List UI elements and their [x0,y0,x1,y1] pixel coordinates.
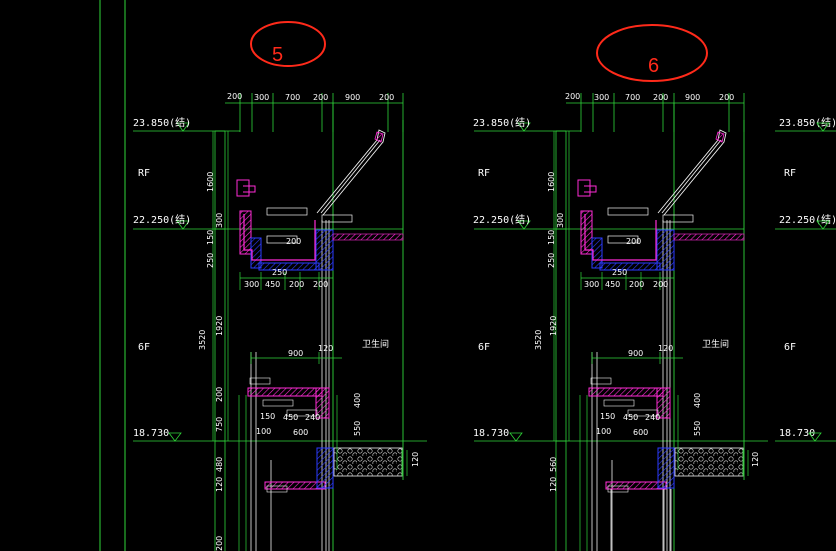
dim-detail-a-s5: 200 [286,237,301,246]
marker-5-circle[interactable] [250,21,326,67]
dim-lower-2-s5: 480 [215,457,224,472]
dim-small-e-s5: 450 [283,413,298,422]
dims-s5: 200 300 700 200 900 200 1600 300 150 250… [198,92,420,551]
dim-small-d-s6: 120 [751,452,760,467]
level-mid-s6: 22.250(结) [473,213,531,226]
dim-left-0-s6: 1600 [547,172,556,192]
floor-rf-s5: RF [138,168,150,179]
marker-6-circle[interactable] [596,24,708,82]
room-label-s5: 卫生间 [362,338,389,350]
dim-bot-3-s5: 200 [313,280,328,289]
dim-top-5-s5: 200 [379,93,394,102]
dim-left-2-s6: 150 [547,230,556,245]
dim-lower-1-s5: 750 [215,417,224,432]
level-markers-s7 [775,122,836,442]
dim-lower-3-s5: 120 [215,477,224,492]
dims-s6: 200 300 700 200 900 200 1600 300 150 250… [534,92,760,492]
section-5[interactable] [132,92,428,551]
column-lines-s6-bottom [610,489,672,551]
dim-lower-4-s5: 200 [215,536,224,551]
dim-detail-b-s5: 250 [272,268,287,277]
dim-top-4-s5: 900 [345,93,360,102]
level-low-s6: 18.730 [473,428,509,439]
level-mid-s7: 22.250(结) [779,213,836,226]
dim-small-c-s5: 600 [293,428,308,437]
dim-small-b-s5: 550 [353,421,362,436]
dim-mid-span-s5: 1920 [215,316,224,336]
dim-bot-3-s6: 200 [653,280,668,289]
dim-wc-width-s5: 900 [288,349,303,358]
dim-left-1-s5: 300 [215,213,224,228]
dim-bot-1-s6: 450 [605,280,620,289]
dim-small-a-s6: 400 [693,393,702,408]
level-top-s7: 23.850(结) [779,116,836,129]
dim-small-h-s5: 100 [256,427,271,436]
marker-5-label: 5 [272,44,283,66]
dim-top-0-s5: 200 [227,92,242,101]
floor-rf-s6: RF [478,168,490,179]
dim-small-g-s5: 150 [260,412,275,421]
dim-bot-1-s5: 450 [265,280,280,289]
dim-left-3-s5: 250 [206,253,215,268]
marker-6-label: 6 [648,55,659,77]
dim-small-f-s6: 240 [645,413,660,422]
floor-6f-s5: 6F [138,342,150,353]
dim-small-a-s5: 400 [353,393,362,408]
level-top-s5: 23.850(结) [133,116,191,129]
dim-small-b-s6: 550 [693,421,702,436]
dim-small-e-s6: 450 [623,413,638,422]
dim-lower-b1-s6: 120 [549,477,558,492]
dim-top-2-s6: 700 [625,93,640,102]
dim-bot-2-s5: 200 [289,280,304,289]
dim-small-f-s5: 240 [305,413,320,422]
floor-6f-s7: 6F [784,342,796,353]
room-label-s6: 卫生间 [702,338,729,350]
dim-small-h-s6: 100 [596,427,611,436]
dim-wc-right-s6: 120 [658,344,673,353]
dim-left-1-s6: 300 [556,213,565,228]
floor-rf-s7: RF [784,168,796,179]
dim-small-g-s6: 150 [600,412,615,421]
dim-top-3-s6: 200 [653,93,668,102]
dim-bot-0-s5: 300 [244,280,259,289]
dim-left-2-s5: 150 [206,230,215,245]
dim-wc-right-s5: 120 [318,344,333,353]
dim-mid-total-s6: 3520 [534,330,543,350]
dim-top-3-s5: 200 [313,93,328,102]
dim-top-4-s6: 900 [685,93,700,102]
dim-mid-total-s5: 3520 [198,330,207,350]
dim-left-0-s5: 1600 [206,172,215,192]
dim-lower-0-s5: 200 [215,387,224,402]
dim-wc-width-s6: 900 [628,349,643,358]
level-low-s5: 18.730 [133,428,169,439]
dim-small-c-s6: 600 [633,428,648,437]
dim-detail-a-s6: 200 [626,237,641,246]
dim-top-1-s5: 300 [254,93,269,102]
floor-6f-s6: 6F [478,342,490,353]
dim-mid-span-s6: 1920 [549,316,558,336]
dim-lower-b0-s6: 560 [549,457,558,472]
section-6[interactable] [473,92,769,551]
dim-top-2-s5: 700 [285,93,300,102]
dim-bot-2-s6: 200 [629,280,644,289]
dim-detail-b-s6: 250 [612,268,627,277]
dim-small-d-s5: 120 [411,452,420,467]
dim-top-5-s6: 200 [719,93,734,102]
dim-top-1-s6: 300 [594,93,609,102]
dim-top-0-s6: 200 [565,92,580,101]
level-top-s6: 23.850(结) [473,116,531,129]
level-mid-s5: 22.250(结) [133,213,191,226]
dim-left-3-s6: 250 [547,253,556,268]
level-low-s7: 18.730 [779,428,815,439]
dim-bot-0-s6: 300 [584,280,599,289]
